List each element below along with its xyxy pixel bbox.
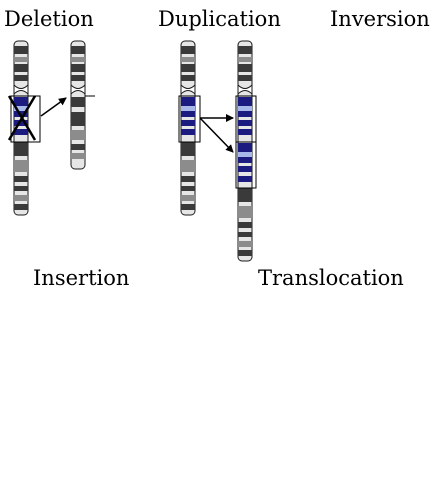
duplication-result-chromosome (237, 40, 253, 262)
label-translocation: Translocation (258, 266, 404, 290)
deletion-result-chromosome (70, 40, 86, 170)
duplication-result-bracket-lower (235, 141, 257, 189)
label-insertion: Insertion (33, 266, 130, 290)
label-duplication: Duplication (158, 7, 281, 31)
duplication-original-chromosome (180, 40, 196, 216)
deletion-arrow (40, 97, 67, 117)
deletion-cross-b (7, 95, 37, 141)
label-inversion: Inversion (330, 7, 430, 31)
deletion-bracket (10, 95, 41, 143)
label-deletion: Deletion (4, 7, 94, 31)
duplication-arrow-lower (199, 117, 234, 153)
